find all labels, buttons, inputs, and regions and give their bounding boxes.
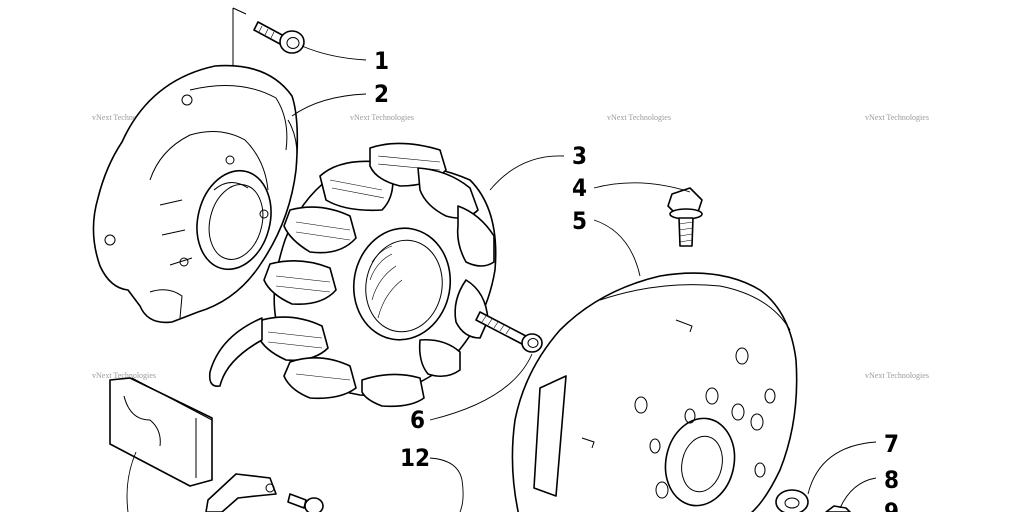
- stator-coil-part-3: [208, 142, 497, 408]
- callout-6: 6: [410, 406, 425, 434]
- watermark-2: vNext Technologies: [350, 113, 414, 122]
- callout-2: 2: [374, 80, 389, 108]
- cap-screw-part-1: [232, 7, 305, 110]
- callout-8: 8: [884, 466, 899, 494]
- callout-7: 7: [884, 430, 899, 458]
- callout-9: 9: [884, 498, 899, 512]
- callout-3: 3: [572, 142, 587, 170]
- leader-lines: [126, 45, 877, 512]
- nut-part-8: [825, 505, 851, 512]
- watermark-8: vNext Technologies: [865, 371, 929, 380]
- insulator-plate: [109, 377, 213, 487]
- callout-1: 1: [374, 47, 389, 75]
- watermark-1: vNext Technologies: [92, 113, 156, 122]
- watermark-5: vNext Technologies: [92, 371, 156, 380]
- flywheel-holes: [634, 347, 776, 499]
- callout-5: 5: [572, 207, 587, 235]
- stator-housing-part-2: [92, 64, 299, 324]
- watermark-3: vNext Technologies: [607, 113, 671, 122]
- flange-bolt-part-4: [667, 187, 703, 247]
- callout-12: 12: [400, 444, 430, 472]
- small-screw: [287, 493, 324, 512]
- flywheel-part-5: [511, 272, 798, 512]
- bracket: [205, 473, 277, 512]
- watermark-4: vNext Technologies: [865, 113, 929, 122]
- callout-4: 4: [572, 174, 587, 202]
- cap-screw-part-6: [475, 311, 543, 353]
- coil-hatching: [267, 155, 441, 381]
- washer-part-7: [775, 489, 809, 512]
- callout-labels: 1 2 3 4 5 6 7 8 9 12: [374, 47, 899, 512]
